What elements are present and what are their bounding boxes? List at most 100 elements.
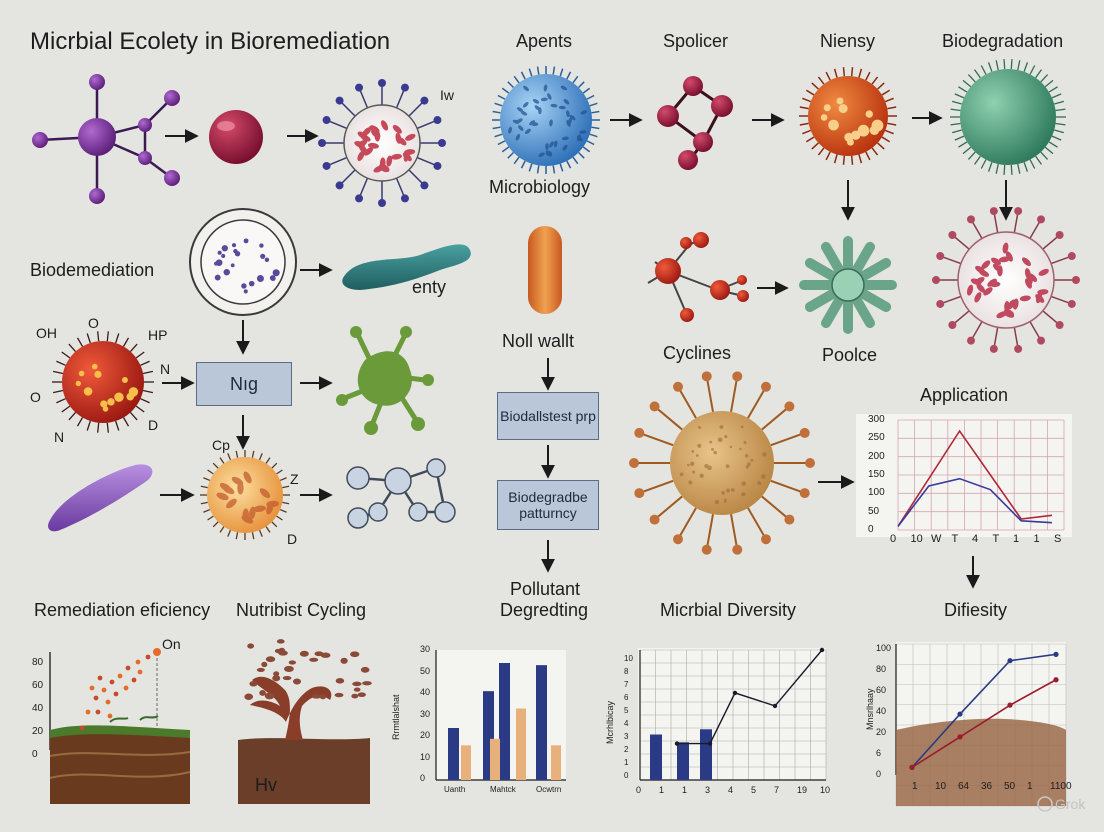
red-microbe: [52, 331, 154, 433]
y-axis-label: Rrmtlalshat: [391, 694, 401, 740]
label-noll-wall: Noll wallt: [502, 331, 575, 351]
y-tick-label: 30: [420, 644, 431, 654]
series-line: [911, 679, 1057, 769]
y-tick-label: 20: [420, 730, 431, 740]
data-point: [909, 764, 915, 770]
pollutant-bar-chart: [435, 650, 566, 781]
y-tick-label: 1: [624, 758, 629, 767]
y-tick-label: 40: [876, 706, 887, 716]
data-point: [707, 741, 713, 746]
x-tick-label: 1: [659, 785, 665, 795]
x-tick-label: T: [992, 533, 1000, 545]
y-tick-label: 250: [868, 432, 885, 444]
x-tick-label: 50: [1004, 781, 1016, 792]
atom-o: O: [88, 315, 99, 331]
data-point: [1053, 677, 1059, 683]
atom-o2: O: [30, 389, 41, 405]
remediation-chart: [49, 648, 191, 804]
label-biodegradation: Biodegradation: [942, 31, 1064, 51]
poolce-star: [799, 236, 897, 334]
orange-microbe: [799, 67, 897, 165]
y-tick-label: 100: [876, 643, 892, 653]
y-tick-label: 60: [32, 680, 44, 691]
x-tick-label: Mahtck: [490, 785, 516, 794]
biodallstest-box: Biodallstest prp: [497, 392, 599, 440]
y-tick-label: 0: [624, 771, 629, 780]
label-nutribist: Nutribist Cycling: [236, 600, 367, 620]
y-tick-label: 3: [624, 732, 629, 741]
y-tick-label: 10: [624, 654, 633, 663]
bar: [461, 745, 471, 780]
data-point: [957, 734, 963, 740]
round-cell-diagram: [189, 208, 297, 316]
y-tick-label: 8: [624, 667, 629, 676]
watermark-text: Grok: [1055, 796, 1086, 812]
x-tick-label: 19: [797, 785, 808, 795]
data-point: [732, 690, 738, 696]
y-axis-label: Mcrhlbicay: [605, 700, 615, 744]
x-tick-label: Ocwtrn: [536, 785, 562, 794]
bar: [551, 745, 561, 780]
grok-logo-icon: [1037, 796, 1053, 812]
x-tick-label: W: [931, 533, 942, 545]
cyclines-molecule: [647, 232, 749, 322]
diversity-chart: [638, 647, 827, 781]
yellow-microbe: [200, 450, 290, 540]
spiked-cell-1: [318, 79, 446, 207]
y-tick-label: 60: [876, 685, 887, 695]
diagram-title: Micrbial Ecolety in Bioremediation: [30, 28, 391, 55]
x-tick-label: 7: [774, 785, 780, 795]
y-tick-label: 150: [868, 469, 885, 480]
label-niensy: Niensy: [820, 31, 876, 51]
atom-z: Z: [290, 471, 299, 487]
atom-n: N: [160, 361, 171, 377]
bar: [536, 665, 547, 780]
y-tick-label: 100: [868, 487, 885, 499]
x-tick-label: 1: [912, 781, 918, 792]
y-tick-label: 0: [420, 773, 426, 783]
maroon-molecule: [657, 76, 733, 170]
bar: [700, 729, 712, 780]
orange-rod-bacterium: [528, 226, 562, 314]
y-tick-label: 10: [420, 751, 431, 762]
bar: [650, 734, 662, 780]
x-tick-label: Uanth: [444, 785, 466, 794]
label-pollutant: Pollutant: [510, 579, 581, 599]
atom-hp: HP: [148, 327, 168, 343]
y-tick-label: 7: [624, 680, 629, 689]
x-tick-label: 5: [751, 785, 757, 795]
label-apents: Apents: [516, 31, 573, 51]
violet-rod-bacterium: [48, 464, 153, 532]
label-hv: Hv: [255, 775, 277, 795]
label-spolicer: Spolicer: [663, 31, 729, 51]
y-tick-label: 50: [868, 505, 880, 517]
y-tick-label: 80: [32, 657, 44, 668]
nutrient-cycling-illustration: [238, 639, 372, 804]
green-blob-organism: [336, 326, 434, 435]
biodegradbe-box: Biodegradbe patturncy: [497, 480, 599, 530]
x-tick-label: 1: [682, 785, 688, 795]
x-tick-label: 4: [728, 785, 734, 795]
y-tick-label: 2: [624, 745, 629, 754]
atom-d: D: [148, 417, 159, 433]
bar: [516, 708, 526, 780]
y-tick-label: 40: [32, 703, 44, 714]
x-tick-label: 0: [636, 785, 642, 795]
series-line: [897, 477, 1053, 527]
x-tick-label: T: [951, 533, 959, 545]
label-biodemediation: Biodemediation: [30, 260, 155, 280]
gray-network-molecule: [346, 458, 456, 529]
label-cyclines: Cyclines: [663, 343, 732, 363]
y-tick-label: 0: [868, 524, 874, 535]
label-enty: enty: [412, 277, 447, 297]
difiesity-chart: [895, 642, 1067, 807]
data-point: [957, 711, 963, 717]
label-on: On: [162, 636, 181, 652]
y-tick-label: 20: [876, 727, 887, 737]
tan-microbe: [629, 371, 815, 555]
blue-microbe: [492, 66, 600, 174]
data-point: [1053, 651, 1059, 657]
y-tick-label: 200: [868, 450, 885, 462]
x-tick-label: 36: [981, 781, 993, 792]
